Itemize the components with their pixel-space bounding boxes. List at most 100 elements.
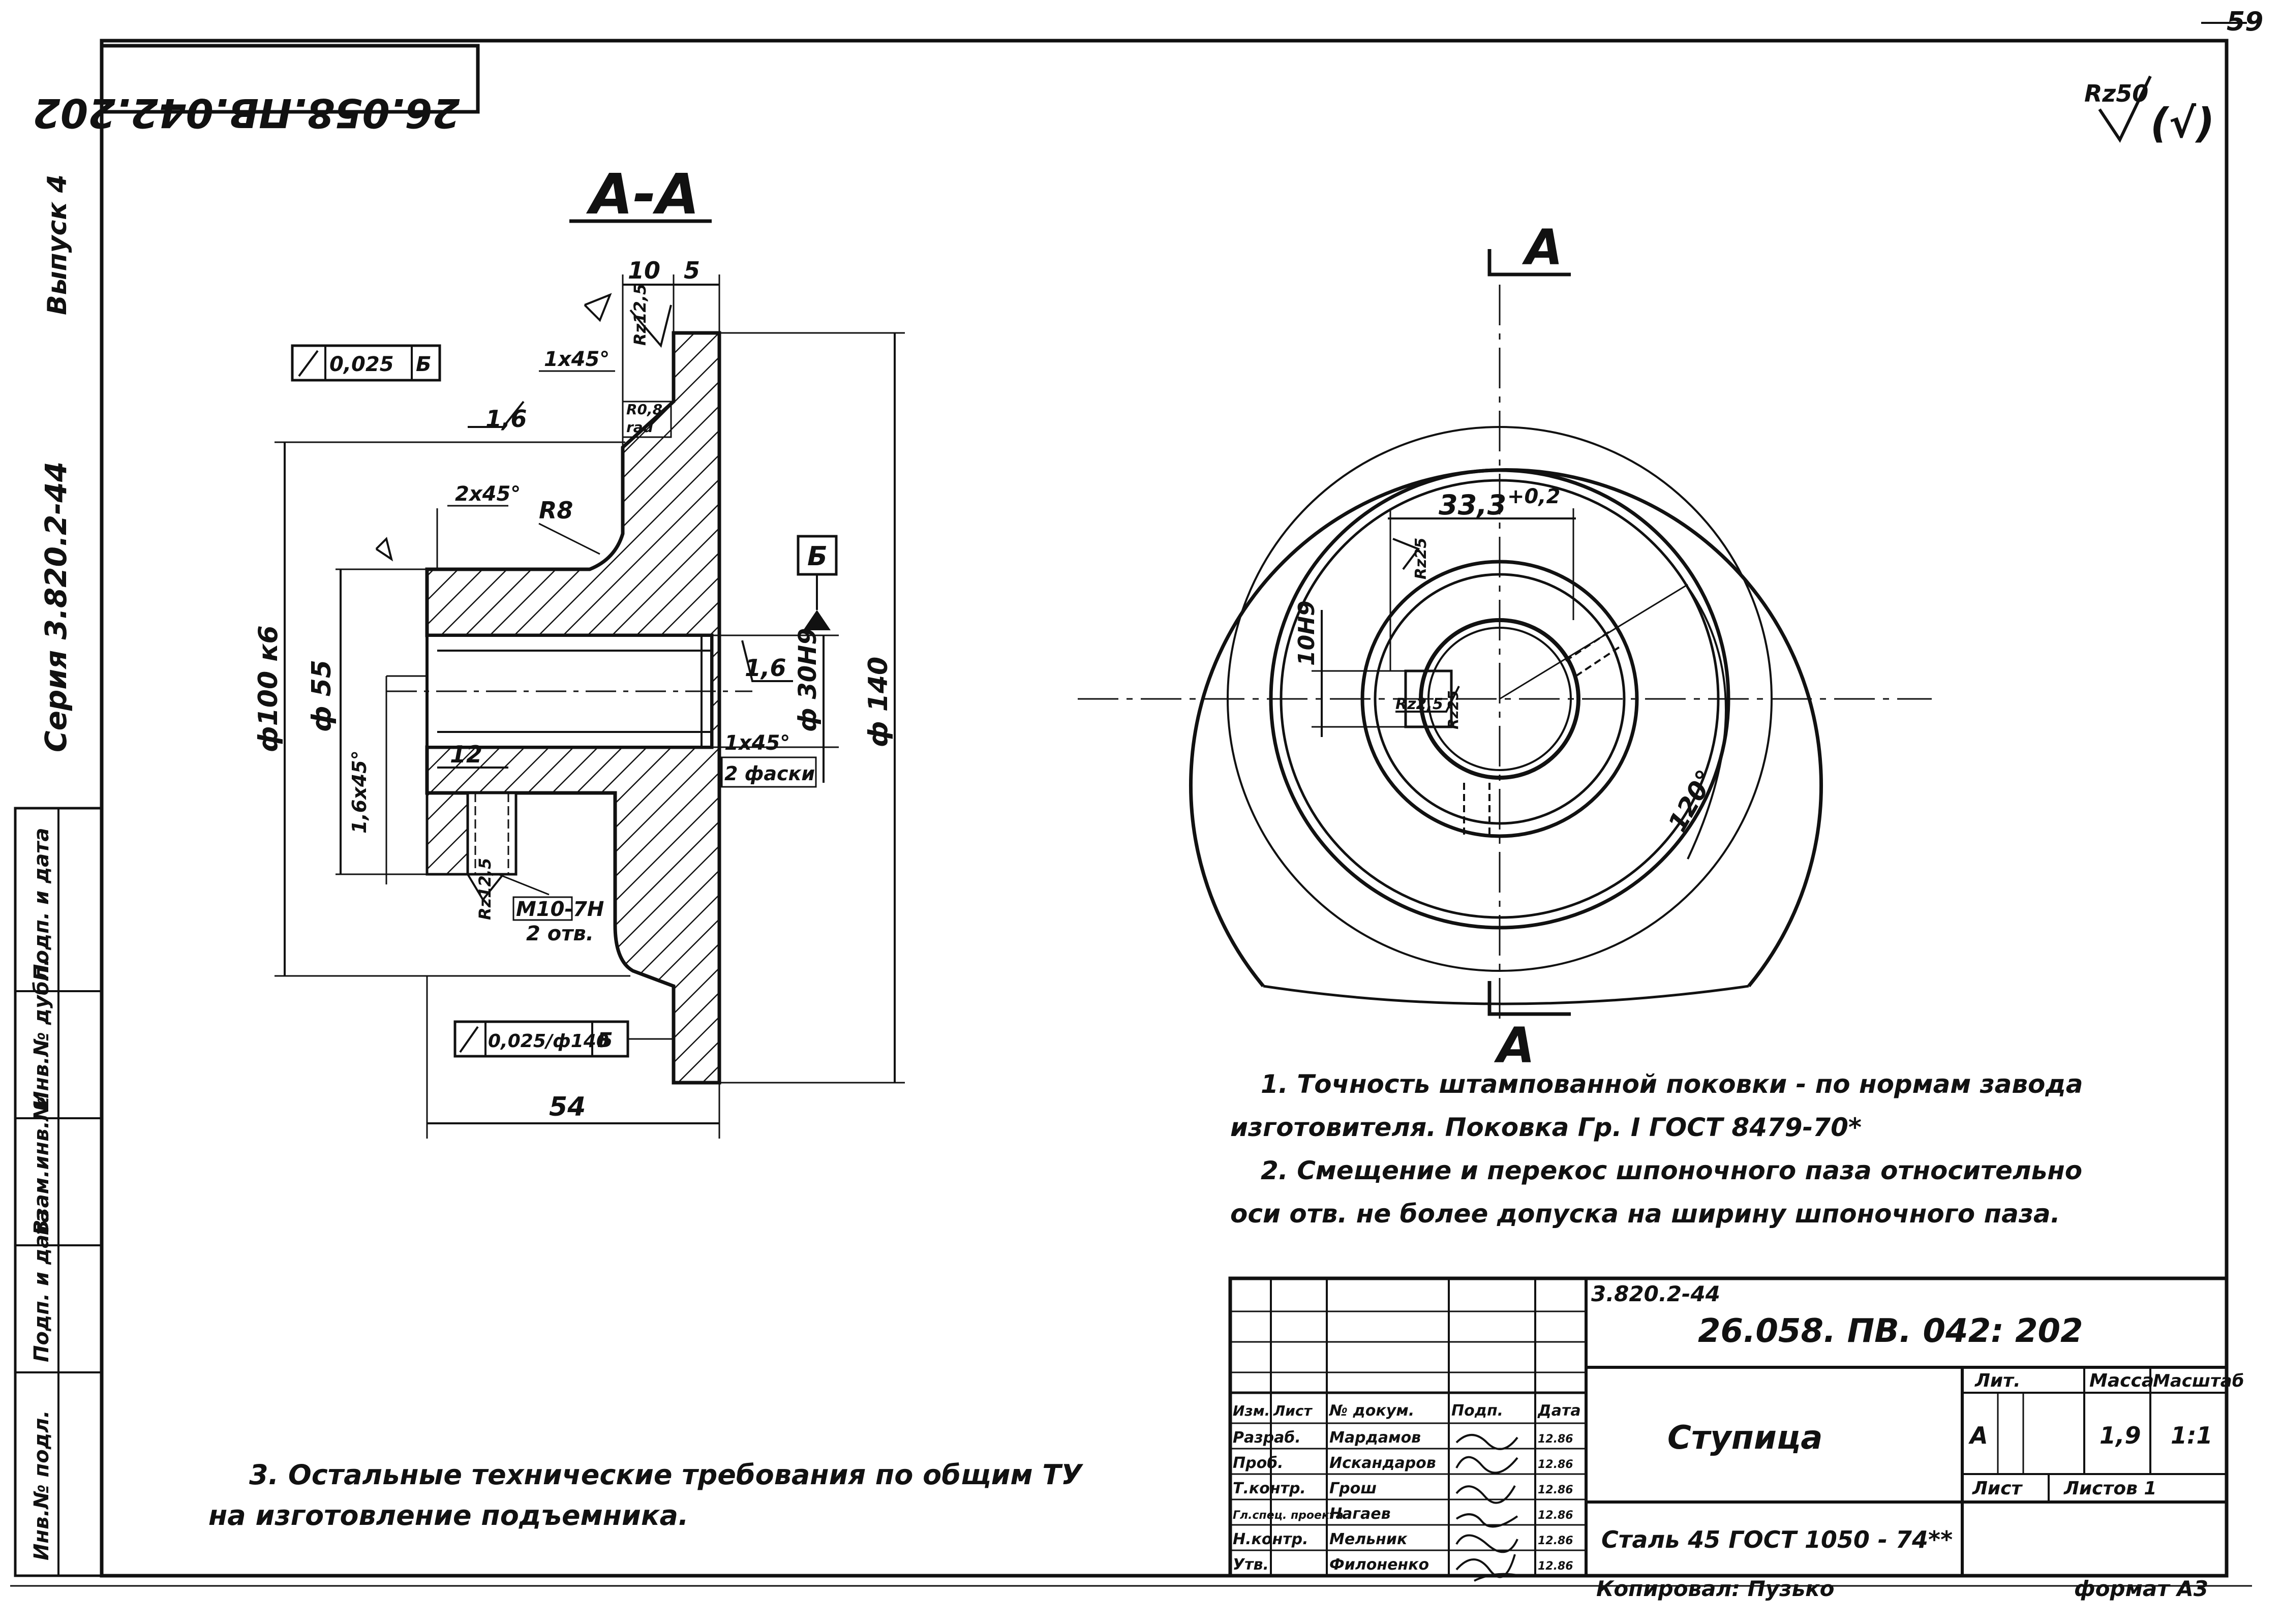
- doc-code-rotated: 26.058.ПВ.042.202: [33, 89, 460, 135]
- signatures: [1455, 1434, 1520, 1582]
- datum-b-label: Б: [807, 541, 828, 572]
- tb-row5-name: Филоненко: [1329, 1556, 1429, 1574]
- key-height: 33,3: [1439, 489, 1506, 521]
- rough-bore: Rz2,5: [1395, 695, 1443, 713]
- tb-material: Сталь 45 ГОСТ 1050 - 74**: [1601, 1526, 1953, 1553]
- dim-ch3b: 2 фаски: [724, 762, 815, 785]
- tb-sheet-header: Лист: [1972, 1478, 2023, 1499]
- tb-row0-name: Мардамов: [1329, 1429, 1421, 1447]
- tb-lit-value: А: [1968, 1422, 1988, 1449]
- dim-w5: 5: [684, 257, 700, 284]
- key-width: 10Н9: [1294, 600, 1320, 666]
- tb-row2-name: Грош: [1329, 1480, 1377, 1497]
- tb-row4-name: Мельник: [1329, 1530, 1408, 1548]
- general-roughness: Rz50 (√): [2084, 75, 2214, 147]
- runout-top-frame: 0,025 Б: [291, 344, 441, 382]
- side-stamp-3: Инв.№ дубл.: [30, 959, 53, 1108]
- angle-120: 120°: [1662, 765, 1721, 837]
- front-view: А А 33,3 +0,2 10Н9 Rz25 Rz2,5 Rz25 120°: [1078, 219, 1932, 1074]
- rough-r08: R0,8: [626, 401, 662, 418]
- cut-label-bottom: А: [1494, 1017, 1535, 1074]
- tb-part-name: Ступица: [1667, 1419, 1822, 1457]
- tb-row0-role: Разраб.: [1233, 1429, 1301, 1447]
- dim-len54: 54: [549, 1092, 586, 1122]
- key-height-tol: +0,2: [1507, 485, 1560, 508]
- dim-d100: ф100 к6: [253, 625, 284, 752]
- tb-col-izm: Изм.: [1233, 1402, 1270, 1419]
- tb-col-date: Дата: [1537, 1402, 1581, 1420]
- note-2a: 2. Смещение и перекос шпоночного паза от…: [1261, 1156, 2082, 1185]
- dim-d30: ф 30Н9: [794, 628, 822, 732]
- tb-mass-value: 1,9: [2100, 1422, 2141, 1449]
- dim-r8: R8: [539, 497, 573, 524]
- rough-key: Rz25: [1412, 538, 1430, 579]
- cut-label-top: А: [1522, 219, 1563, 276]
- tb-row1-date: 12.86: [1538, 1458, 1573, 1471]
- tb-row0-date: 12.86: [1538, 1433, 1573, 1446]
- tb-row2-date: 12.86: [1538, 1484, 1573, 1496]
- tb-lit-header: Лит.: [1974, 1370, 2021, 1391]
- rough-r18: 1,6: [485, 405, 527, 433]
- title-block: [1228, 1276, 2229, 1578]
- runout-top-value: 0,025: [329, 353, 394, 376]
- rough-r08b: rad: [626, 419, 654, 436]
- side-series: Серия 3.820.2-44: [39, 462, 73, 752]
- tb-mass-header: Масса: [2089, 1370, 2154, 1391]
- dim-thread: М10-7Н: [516, 898, 604, 921]
- dim-d140: ф 140: [863, 657, 894, 747]
- tb-row4-role: Н.контр.: [1233, 1530, 1308, 1548]
- tb-row3-name: Нагаев: [1329, 1505, 1391, 1523]
- tb-copied: Копировал: Пузько: [1596, 1576, 1835, 1601]
- tb-designation: 26.058. ПВ. 042: 202: [1698, 1312, 2083, 1350]
- note-3b: на изготовление подъемника.: [208, 1499, 689, 1531]
- runout-bottom-datum: Б: [597, 1029, 613, 1052]
- tb-sheets-header: Листов 1: [2063, 1478, 2156, 1499]
- side-stamp-4: Подп. и дата: [30, 828, 53, 981]
- page-number: 59: [2227, 7, 2263, 37]
- tb-row1-name: Искандаров: [1329, 1454, 1436, 1472]
- side-margin: Выпуск 4 Серия 3.820.2-44 Инв.№ подл. По…: [14, 174, 103, 1577]
- side-stamp-1: Подп. и дата: [30, 1209, 53, 1362]
- section-title: А-А: [586, 162, 699, 227]
- runout-top-datum: Б: [416, 353, 432, 376]
- tb-col-list: Лист: [1273, 1402, 1313, 1419]
- note-1b: изготовителя. Поковка Гр. I ГОСТ 8479-70…: [1230, 1113, 1862, 1142]
- tb-row2-role: Т.контр.: [1233, 1480, 1306, 1497]
- dim-w12: 12: [450, 741, 482, 768]
- tb-scale-header: Масштаб: [2153, 1371, 2244, 1391]
- datum-b: Б: [797, 535, 838, 630]
- runout-bottom-frame: 0,025/ф140 Б: [453, 1020, 674, 1058]
- runout-bottom-value: 0,025/ф140: [488, 1031, 609, 1052]
- roughness-general-paren: (√): [2150, 100, 2214, 147]
- dim-thread-count: 2 отв.: [526, 922, 594, 945]
- tb-format: формат А3: [2074, 1576, 2208, 1601]
- tb-row4-date: 12.86: [1538, 1535, 1573, 1547]
- section-view: А-А: [253, 162, 905, 1139]
- tb-col-doc: № докум.: [1328, 1402, 1414, 1420]
- dim-d55: ф 55: [307, 660, 337, 732]
- dim-ch4: 1,6х45°: [348, 750, 371, 834]
- side-stamp-0: Инв.№ подл.: [30, 1410, 53, 1560]
- tb-row3-date: 12.86: [1538, 1509, 1573, 1522]
- dim-w10: 10: [628, 257, 660, 284]
- tb-col-sign: Подп.: [1451, 1402, 1503, 1420]
- note-3a: 3. Остальные технические требования по о…: [249, 1459, 1083, 1491]
- sheet-frame: [10, 22, 2252, 1587]
- title-block-text: 3.820.2-44 26.058. ПВ. 042: 202 Ступица …: [1233, 1281, 2244, 1601]
- dim-ch2: 2х45°: [455, 482, 521, 506]
- side-stamp-2: Взам.инв.№: [30, 1096, 53, 1235]
- tb-row5-role: Утв.: [1233, 1556, 1269, 1574]
- tb-scale-value: 1:1: [2171, 1422, 2212, 1449]
- tb-series: 3.820.2-44: [1591, 1281, 1720, 1306]
- tb-row3-role: Гл.спец. проекта: [1233, 1509, 1344, 1522]
- note-1a: 1. Точность штампованной поковки - по но…: [1261, 1069, 2083, 1099]
- dim-ch1: 1х45°: [544, 348, 610, 371]
- doc-code-box: 26.058.ПВ.042.202: [33, 44, 480, 135]
- side-issue: Выпуск 4: [42, 174, 73, 315]
- tb-row1-role: Проб.: [1233, 1454, 1284, 1472]
- notes: 1. Точность штампованной поковки - по но…: [208, 1069, 2083, 1531]
- dim-ch3: 1х45°: [724, 731, 790, 755]
- tb-row5-date: 12.86: [1538, 1560, 1573, 1573]
- note-2b: оси отв. не более допуска на ширину шпон…: [1230, 1199, 2060, 1229]
